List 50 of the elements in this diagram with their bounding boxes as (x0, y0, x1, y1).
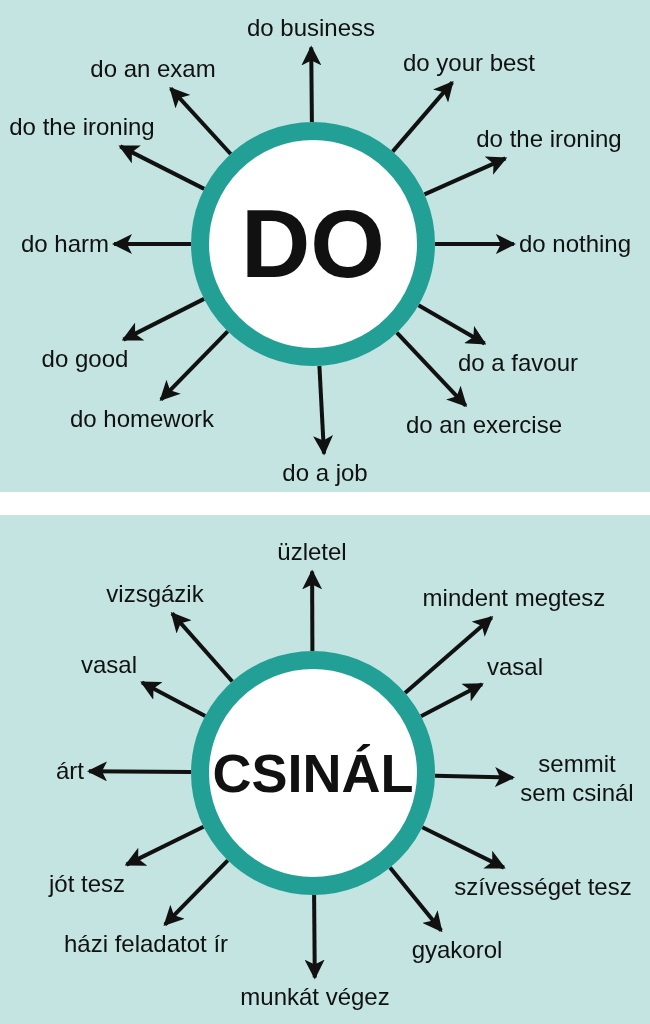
arrow (423, 156, 508, 197)
arrow (403, 615, 494, 695)
phrase-label: do a favour (457, 348, 579, 378)
phrase-label: gyakorol (411, 935, 503, 965)
phrase-label: üzletel (277, 537, 347, 567)
arrow (304, 894, 325, 980)
phrase-label: do harm (21, 229, 109, 259)
phrase-label: árt (56, 756, 84, 786)
arrow (112, 234, 191, 254)
arrow (124, 825, 205, 867)
phrase-label: do good (41, 344, 129, 374)
phrase-label: do an exam (90, 54, 216, 84)
arrow (301, 45, 322, 123)
arrow (434, 767, 515, 788)
phrase-label: vasal (81, 650, 137, 680)
phrase-label: do the ironing (9, 112, 155, 142)
arrow (388, 866, 443, 933)
arrow (169, 86, 233, 156)
phrase-label: jót tesz (49, 869, 125, 899)
arrow (391, 80, 454, 153)
arrow (140, 680, 207, 718)
arrow (417, 303, 487, 346)
hub-word: DO (241, 196, 385, 292)
arrow (121, 297, 205, 342)
phrase-label: szívességet tesz (454, 872, 632, 902)
phrase-label: vizsgázik (106, 579, 204, 609)
phrase-label: do nothing (518, 229, 632, 259)
phrase-label: vasal (487, 652, 543, 682)
phrase-label: mindent megtesz (422, 583, 606, 613)
phrase-label: munkát végez (240, 982, 390, 1012)
arrow (118, 144, 206, 191)
arrow (435, 234, 516, 254)
phrase-label: semmit sem csinál (518, 750, 636, 808)
arrow (313, 365, 334, 456)
arrow (302, 569, 323, 651)
phrase-label: do your best (402, 48, 536, 78)
hub-word: CSINÁL (212, 746, 414, 800)
arrow (420, 682, 484, 719)
arrow (159, 329, 230, 402)
arrow (163, 858, 230, 927)
phrase-label: házi feladatot ír (63, 929, 229, 959)
arrow (87, 761, 191, 782)
phrase-label: do an exercise (405, 410, 563, 440)
arrow (395, 331, 468, 408)
phrase-label: do business (246, 13, 376, 43)
phrase-label: do a job (282, 458, 368, 488)
phrase-label: do the ironing (476, 124, 622, 154)
phrase-label: do homework (69, 404, 215, 434)
arrow (421, 825, 506, 870)
arrow (170, 611, 234, 683)
